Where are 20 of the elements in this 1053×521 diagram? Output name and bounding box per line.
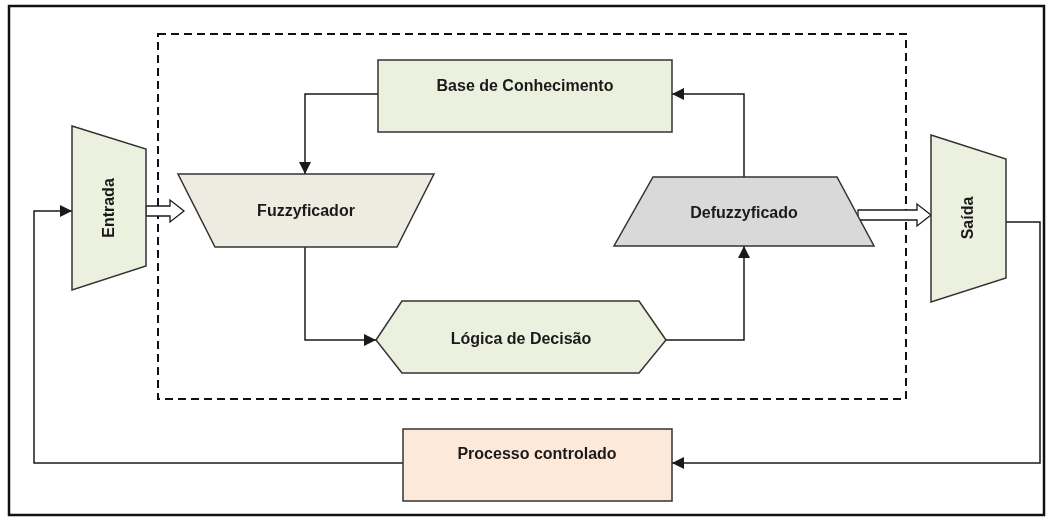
- node-label: Fuzzyficador: [257, 202, 355, 220]
- arrow: [304, 246, 377, 346]
- arrow: [665, 245, 750, 341]
- defuzzifier-trapezoid: [614, 177, 874, 246]
- input-trapezoid: [72, 126, 146, 290]
- node-label: Entrada: [100, 178, 118, 238]
- node-label: Defuzzyficado: [690, 204, 798, 222]
- block-arrow: [857, 202, 933, 228]
- node-label: Lógica de Decisão: [450, 330, 592, 348]
- block-arrow: [145, 198, 186, 224]
- arrow: [33, 205, 404, 464]
- fuzzifier-trapezoid: [178, 174, 434, 247]
- arrow: [299, 93, 379, 175]
- node-label: Base de Conhecimento: [436, 77, 614, 95]
- process-box: [378, 60, 672, 132]
- node-label: Processo controlado: [457, 445, 617, 463]
- decision-hexagon: [376, 301, 666, 373]
- node-label: Saída: [959, 196, 977, 240]
- process-box: [403, 429, 672, 501]
- output-trapezoid: [931, 135, 1006, 302]
